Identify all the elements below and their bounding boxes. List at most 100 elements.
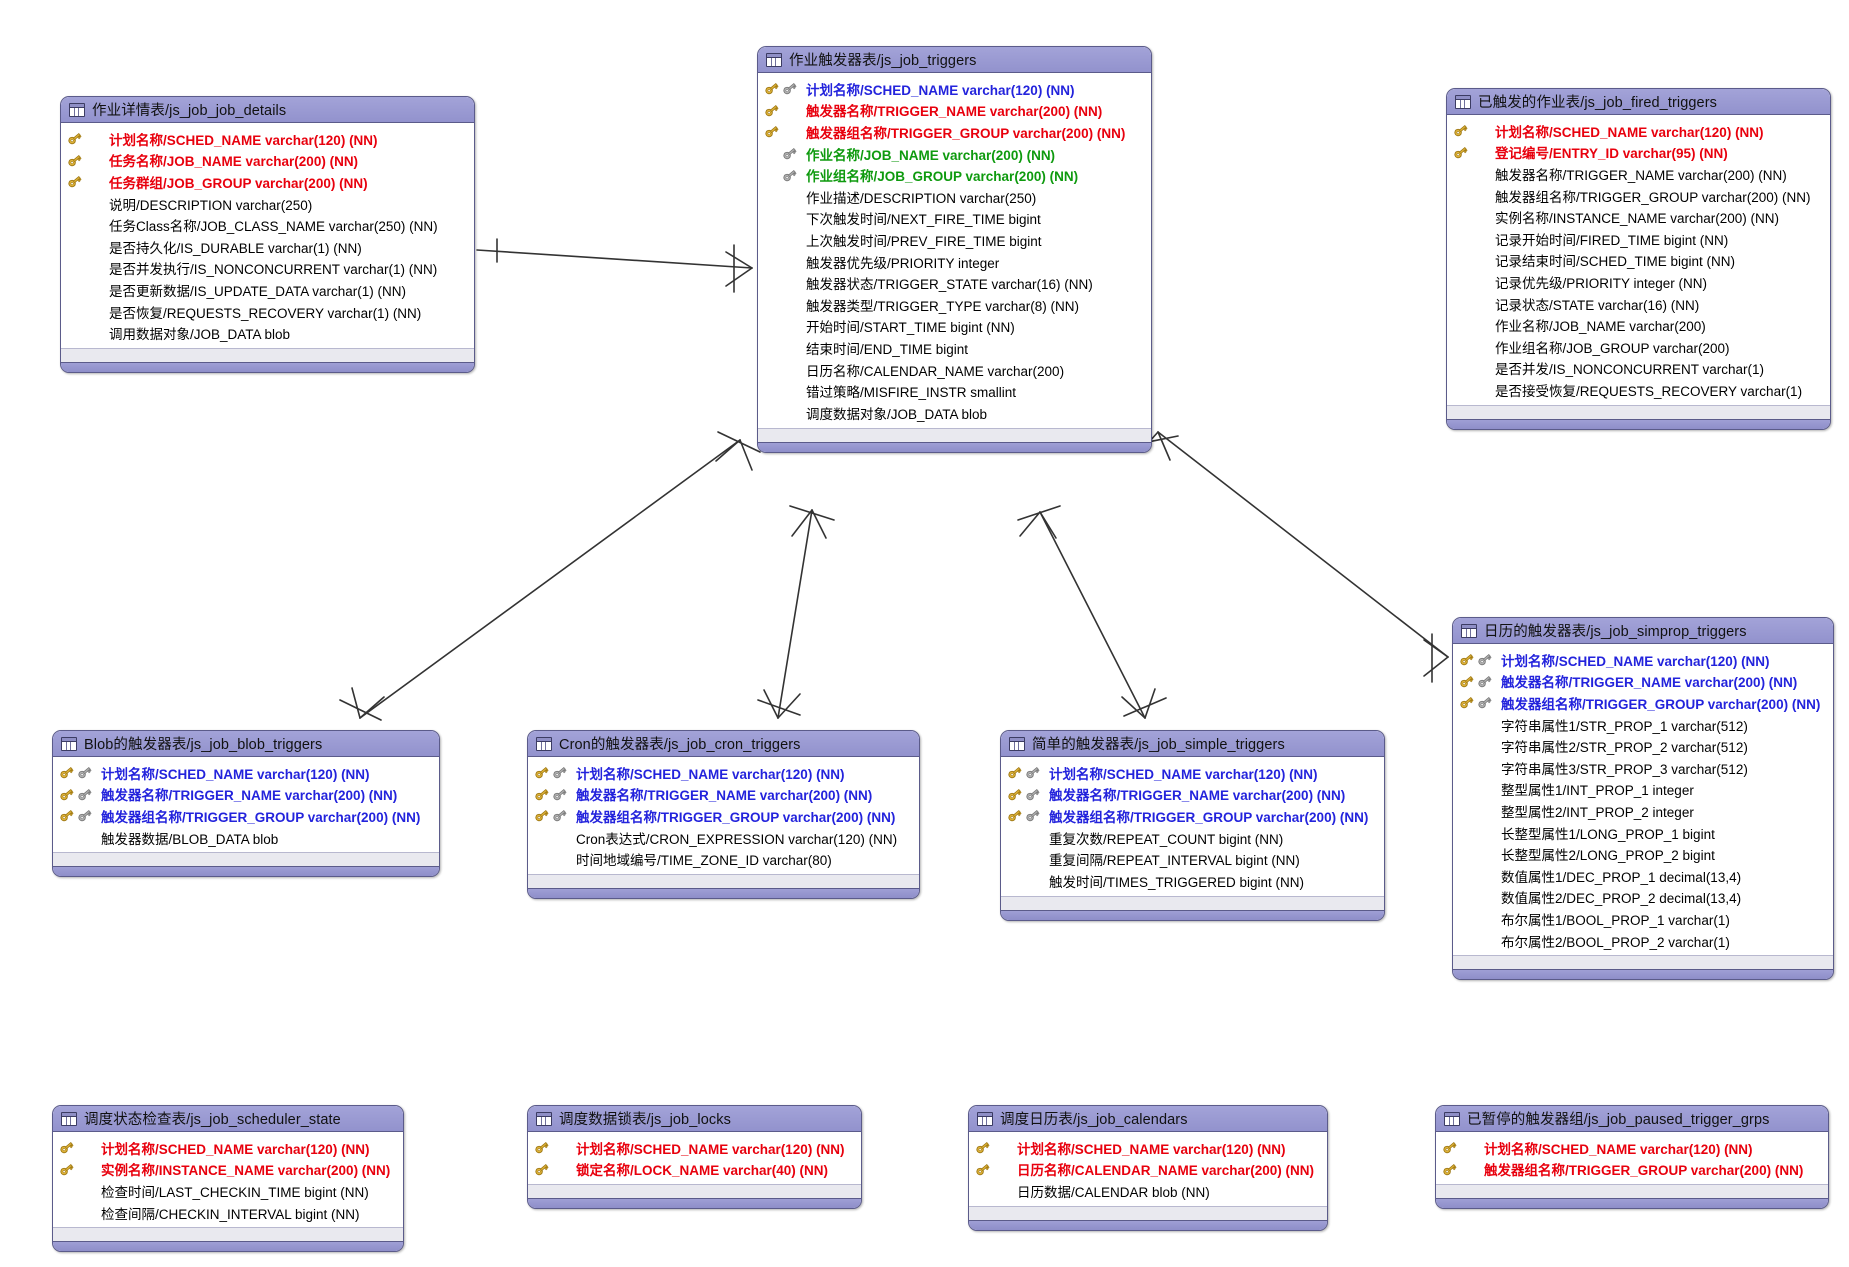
attribute-row[interactable]: 上次触发时间/PREV_FIRE_TIME bigint (758, 229, 1151, 251)
attribute-row[interactable]: 日历名称/CALENDAR_NAME varchar(200) (NN) (969, 1159, 1327, 1181)
attribute-row[interactable]: 调度数据对象/JOB_DATA blob (758, 402, 1151, 424)
attribute-row[interactable]: 触发器组名称/TRIGGER_GROUP varchar(200) (NN) (53, 805, 439, 827)
attribute-row[interactable]: 记录优先级/PRIORITY integer (NN) (1447, 271, 1830, 293)
attribute-row[interactable]: 触发器名称/TRIGGER_NAME varchar(200) (NN) (1453, 671, 1833, 693)
attribute-row[interactable]: 计划名称/SCHED_NAME varchar(120) (NN) (53, 762, 439, 784)
attribute-row[interactable]: 作业组名称/JOB_GROUP varchar(200) (NN) (758, 164, 1151, 186)
attribute-row[interactable]: 重复次数/REPEAT_COUNT bigint (NN) (1001, 827, 1384, 849)
attribute-row[interactable]: 是否并发/IS_NONCONCURRENT varchar(1) (1447, 358, 1830, 380)
attribute-row[interactable]: 触发器类型/TRIGGER_TYPE varchar(8) (NN) (758, 294, 1151, 316)
entity-scheduler_state[interactable]: 调度状态检查表/js_job_scheduler_state 计划名称/SCHED… (52, 1105, 404, 1253)
attribute-row[interactable]: 触发器组名称/TRIGGER_GROUP varchar(200) (NN) (1453, 692, 1833, 714)
attribute-row[interactable]: 计划名称/SCHED_NAME varchar(120) (NN) (969, 1137, 1327, 1159)
attribute-row[interactable]: 布尔属性1/BOOL_PROP_1 varchar(1) (1453, 908, 1833, 930)
attribute-row[interactable]: 是否更新数据/IS_UPDATE_DATA varchar(1) (NN) (61, 279, 474, 301)
attribute-row[interactable]: 调用数据对象/JOB_DATA blob (61, 322, 474, 344)
attribute-row[interactable]: 计划名称/SCHED_NAME varchar(120) (NN) (53, 1137, 403, 1159)
entity-calendars[interactable]: 调度日历表/js_job_calendars 计划名称/SCHED_NAME va… (968, 1105, 1328, 1231)
attribute-row[interactable]: 触发器名称/TRIGGER_NAME varchar(200) (NN) (53, 784, 439, 806)
attribute-row[interactable]: 触发器组名称/TRIGGER_GROUP varchar(200) (NN) (758, 121, 1151, 143)
attribute-row[interactable]: 实例名称/INSTANCE_NAME varchar(200) (NN) (53, 1159, 403, 1181)
attribute-row[interactable]: 重复间隔/REPEAT_INTERVAL bigint (NN) (1001, 848, 1384, 870)
attribute-row[interactable]: 实例名称/INSTANCE_NAME varchar(200) (NN) (1447, 206, 1830, 228)
attribute-row[interactable]: 长整型属性1/LONG_PROP_1 bigint (1453, 822, 1833, 844)
attribute-row[interactable]: 触发器组名称/TRIGGER_GROUP varchar(200) (NN) (1436, 1159, 1828, 1181)
attribute-row[interactable]: 计划名称/SCHED_NAME varchar(120) (NN) (1001, 762, 1384, 784)
entity-header-simprop_triggers[interactable]: 日历的触发器表/js_job_simprop_triggers (1453, 618, 1833, 644)
entity-header-cron_triggers[interactable]: Cron的触发器表/js_job_cron_triggers (528, 731, 919, 757)
attribute-row[interactable]: 是否接受恢复/REQUESTS_RECOVERY varchar(1) (1447, 379, 1830, 401)
attribute-row[interactable]: 计划名称/SCHED_NAME varchar(120) (NN) (1447, 120, 1830, 142)
attribute-row[interactable]: 计划名称/SCHED_NAME varchar(120) (NN) (528, 762, 919, 784)
attribute-row[interactable]: 触发器组名称/TRIGGER_GROUP varchar(200) (NN) (528, 805, 919, 827)
attribute-row[interactable]: 数值属性2/DEC_PROP_2 decimal(13,4) (1453, 887, 1833, 909)
attribute-row[interactable]: 触发器优先级/PRIORITY integer (758, 251, 1151, 273)
attribute-row[interactable]: 说明/DESCRIPTION varchar(250) (61, 193, 474, 215)
attribute-row[interactable]: 锁定名称/LOCK_NAME varchar(40) (NN) (528, 1159, 861, 1181)
entity-header-fired_triggers[interactable]: 已触发的作业表/js_job_fired_triggers (1447, 89, 1830, 115)
entity-blob_triggers[interactable]: Blob的触发器表/js_job_blob_triggers 计划名称/SCHED… (52, 730, 440, 878)
attribute-row[interactable]: 时间地域编号/TIME_ZONE_ID varchar(80) (528, 848, 919, 870)
attribute-row[interactable]: 是否持久化/IS_DURABLE varchar(1) (NN) (61, 236, 474, 258)
entity-header-blob_triggers[interactable]: Blob的触发器表/js_job_blob_triggers (53, 731, 439, 757)
attribute-row[interactable]: 字符串属性1/STR_PROP_1 varchar(512) (1453, 714, 1833, 736)
attribute-row[interactable]: 作业组名称/JOB_GROUP varchar(200) (1447, 336, 1830, 358)
attribute-row[interactable]: 任务名称/JOB_NAME varchar(200) (NN) (61, 150, 474, 172)
attribute-row[interactable]: 计划名称/SCHED_NAME varchar(120) (NN) (61, 128, 474, 150)
attribute-row[interactable]: 是否并发执行/IS_NONCONCURRENT varchar(1) (NN) (61, 258, 474, 280)
attribute-row[interactable]: 结束时间/END_TIME bigint (758, 337, 1151, 359)
attribute-row[interactable]: 字符串属性3/STR_PROP_3 varchar(512) (1453, 757, 1833, 779)
entity-simprop_triggers[interactable]: 日历的触发器表/js_job_simprop_triggers 计划名称/SCHE… (1452, 617, 1834, 981)
attribute-row[interactable]: 任务群组/JOB_GROUP varchar(200) (NN) (61, 171, 474, 193)
entity-job_details[interactable]: 作业详情表/js_job_job_details 计划名称/SCHED_NAME … (60, 96, 475, 373)
entity-header-job_triggers[interactable]: 作业触发器表/js_job_triggers (758, 47, 1151, 73)
entity-header-scheduler_state[interactable]: 调度状态检查表/js_job_scheduler_state (53, 1106, 403, 1132)
attribute-row[interactable]: 整型属性1/INT_PROP_1 integer (1453, 779, 1833, 801)
attribute-row[interactable]: 计划名称/SCHED_NAME varchar(120) (NN) (1436, 1137, 1828, 1159)
entity-header-locks[interactable]: 调度数据锁表/js_job_locks (528, 1106, 861, 1132)
attribute-row[interactable]: 登记编号/ENTRY_ID varchar(95) (NN) (1447, 142, 1830, 164)
attribute-row[interactable]: 触发器名称/TRIGGER_NAME varchar(200) (NN) (758, 100, 1151, 122)
attribute-row[interactable]: 检查时间/LAST_CHECKIN_TIME bigint (NN) (53, 1180, 403, 1202)
entity-simple_triggers[interactable]: 简单的触发器表/js_job_simple_triggers 计划名称/SCHED… (1000, 730, 1385, 921)
attribute-row[interactable]: 整型属性2/INT_PROP_2 integer (1453, 800, 1833, 822)
entity-header-job_details[interactable]: 作业详情表/js_job_job_details (61, 97, 474, 123)
attribute-row[interactable]: 触发器名称/TRIGGER_NAME varchar(200) (NN) (528, 784, 919, 806)
attribute-row[interactable]: 记录状态/STATE varchar(16) (NN) (1447, 293, 1830, 315)
attribute-row[interactable]: 检查间隔/CHECKIN_INTERVAL bigint (NN) (53, 1202, 403, 1224)
attribute-row[interactable]: 作业名称/JOB_NAME varchar(200) (1447, 314, 1830, 336)
attribute-row[interactable]: 任务Class名称/JOB_CLASS_NAME varchar(250) (N… (61, 214, 474, 236)
attribute-row[interactable]: 作业名称/JOB_NAME varchar(200) (NN) (758, 143, 1151, 165)
attribute-row[interactable]: 触发器组名称/TRIGGER_GROUP varchar(200) (NN) (1447, 185, 1830, 207)
entity-header-paused_trigger_grps[interactable]: 已暂停的触发器组/js_job_paused_trigger_grps (1436, 1106, 1828, 1132)
attribute-row[interactable]: 布尔属性2/BOOL_PROP_2 varchar(1) (1453, 930, 1833, 952)
entity-job_triggers[interactable]: 作业触发器表/js_job_triggers 计划名称/SCHED_NAME va… (757, 46, 1152, 453)
attribute-row[interactable]: 长整型属性2/LONG_PROP_2 bigint (1453, 843, 1833, 865)
entity-fired_triggers[interactable]: 已触发的作业表/js_job_fired_triggers 计划名称/SCHED_… (1446, 88, 1831, 430)
attribute-row[interactable]: 错过策略/MISFIRE_INSTR smallint (758, 380, 1151, 402)
entity-paused_trigger_grps[interactable]: 已暂停的触发器组/js_job_paused_trigger_grps 计划名称/… (1435, 1105, 1829, 1210)
attribute-row[interactable]: 触发时间/TIMES_TRIGGERED bigint (NN) (1001, 870, 1384, 892)
attribute-row[interactable]: 记录开始时间/FIRED_TIME bigint (NN) (1447, 228, 1830, 250)
attribute-row[interactable]: 触发器数据/BLOB_DATA blob (53, 827, 439, 849)
entity-header-simple_triggers[interactable]: 简单的触发器表/js_job_simple_triggers (1001, 731, 1384, 757)
attribute-row[interactable]: 作业描述/DESCRIPTION varchar(250) (758, 186, 1151, 208)
attribute-row[interactable]: 日历数据/CALENDAR blob (NN) (969, 1180, 1327, 1202)
attribute-row[interactable]: 触发器名称/TRIGGER_NAME varchar(200) (NN) (1447, 163, 1830, 185)
attribute-row[interactable]: 触发器名称/TRIGGER_NAME varchar(200) (NN) (1001, 784, 1384, 806)
attribute-row[interactable]: 是否恢复/REQUESTS_RECOVERY varchar(1) (NN) (61, 301, 474, 323)
attribute-row[interactable]: 记录结束时间/SCHED_TIME bigint (NN) (1447, 250, 1830, 272)
attribute-row[interactable]: 下次触发时间/NEXT_FIRE_TIME bigint (758, 208, 1151, 230)
attribute-row[interactable]: 数值属性1/DEC_PROP_1 decimal(13,4) (1453, 865, 1833, 887)
attribute-row[interactable]: 触发器状态/TRIGGER_STATE varchar(16) (NN) (758, 272, 1151, 294)
entity-header-calendars[interactable]: 调度日历表/js_job_calendars (969, 1106, 1327, 1132)
attribute-row[interactable]: 开始时间/START_TIME bigint (NN) (758, 316, 1151, 338)
attribute-row[interactable]: 计划名称/SCHED_NAME varchar(120) (NN) (1453, 649, 1833, 671)
attribute-row[interactable]: Cron表达式/CRON_EXPRESSION varchar(120) (NN… (528, 827, 919, 849)
attribute-row[interactable]: 字符串属性2/STR_PROP_2 varchar(512) (1453, 735, 1833, 757)
attribute-row[interactable]: 触发器组名称/TRIGGER_GROUP varchar(200) (NN) (1001, 805, 1384, 827)
entity-cron_triggers[interactable]: Cron的触发器表/js_job_cron_triggers 计划名称/SCHED… (527, 730, 920, 899)
attribute-row[interactable]: 计划名称/SCHED_NAME varchar(120) (NN) (758, 78, 1151, 100)
attribute-row[interactable]: 日历名称/CALENDAR_NAME varchar(200) (758, 359, 1151, 381)
